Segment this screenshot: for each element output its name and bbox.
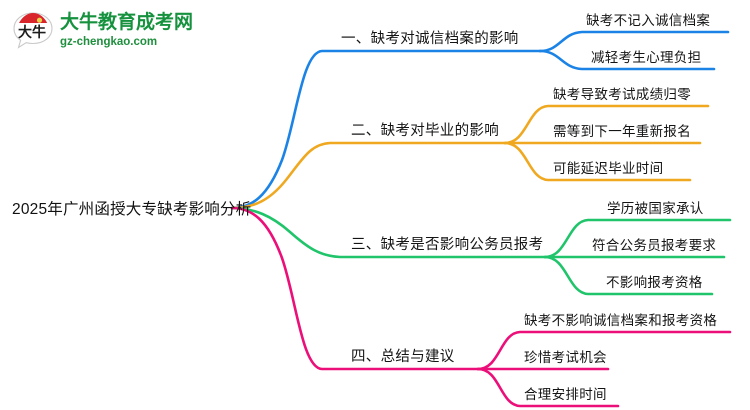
connector-branch-2 xyxy=(230,104,710,210)
logo-subtitle: gz-chengkao.com xyxy=(60,36,158,48)
leaf-label-1-1: 缺考不记入诚信档案 xyxy=(586,13,711,28)
leaf-label-1-2: 减轻考生心理负担 xyxy=(591,50,702,65)
leaf-label-3-2: 符合公务员报考要求 xyxy=(592,238,717,253)
leaf-label-3-3: 不影响报考资格 xyxy=(606,275,703,290)
connector-branch-3 xyxy=(230,206,732,296)
branch-label-3: 三、缺考是否影响公务员报考 xyxy=(351,237,544,253)
branch-label-2: 二、缺考对毕业的影响 xyxy=(351,123,499,139)
leaf-label-4-3: 合理安排时间 xyxy=(524,387,607,402)
leaf-label-2-3: 可能延迟毕业时间 xyxy=(553,161,664,176)
logo-title: 大牛教育成考网 xyxy=(60,12,194,33)
connector-branch-1 xyxy=(230,30,730,210)
site-logo[interactable]: 大牛 大牛教育成考网 gz-chengkao.com xyxy=(12,8,212,54)
branch-label-4: 四、总结与建议 xyxy=(351,349,455,365)
branch-label-1: 一、缺考对诚信档案的影响 xyxy=(341,31,519,47)
leaf-label-2-1: 缺考导致考试成绩归零 xyxy=(553,87,691,102)
connector-branch-4 xyxy=(230,206,732,408)
leaf-label-2-2: 需等到下一年重新报名 xyxy=(553,124,691,139)
logo-text-group: 大牛教育成考网 gz-chengkao.com xyxy=(60,12,193,49)
leaf-label-4-1: 缺考不影响诚信档案和报考资格 xyxy=(524,313,718,328)
svg-text:大牛: 大牛 xyxy=(18,24,46,40)
leaf-label-4-2: 珍惜考试机会 xyxy=(524,350,607,365)
root-node-label: 2025年广州函授大专缺考影响分析 xyxy=(12,201,252,218)
logo-mark-icon: 大牛 xyxy=(13,12,53,49)
leaf-label-3-1: 学历被国家承认 xyxy=(607,201,704,216)
